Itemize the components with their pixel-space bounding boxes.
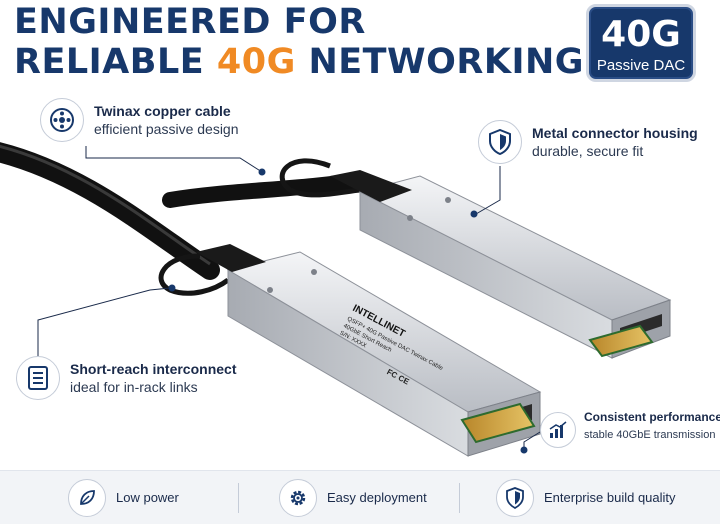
feature-easy-deployment-label: Easy deployment [327, 490, 427, 505]
callout-housing-sub: durable, secure fit [532, 143, 644, 159]
callout-short-reach-title: Short-reach interconnect [70, 361, 237, 377]
badge-type: Passive DAC [596, 57, 686, 74]
feature-enterprise-quality-label: Enterprise build quality [544, 490, 676, 505]
main-cable [0, 142, 220, 280]
shield-icon [478, 120, 522, 164]
headline: ENGINEERED FOR RELIABLE 40G NETWORKING [14, 2, 584, 82]
callout-twinax-sub: efficient passive design [94, 121, 239, 137]
feature-enterprise-quality: Enterprise build quality [496, 471, 676, 524]
front-connector: INTELLINET QSFP+ 40G Passive DAC Twinax … [196, 244, 542, 457]
headline-accent: 40G [216, 42, 296, 82]
bar-chart-icon [540, 412, 576, 448]
headline-line-2-post: NETWORKING [295, 42, 585, 82]
headline-line-2: RELIABLE 40G NETWORKING [14, 42, 584, 82]
callout-short-reach-sub: ideal for in-rack links [70, 379, 198, 395]
main-cable-highlight [0, 144, 211, 266]
feature-low-power-label: Low power [116, 490, 179, 505]
leaf-icon [68, 478, 106, 517]
callout-performance-title: Consistent performance [584, 410, 720, 424]
gear-icon [279, 478, 317, 517]
rear-connector [330, 170, 672, 359]
dac-cable-illustration: INTELLINET QSFP+ 40G Passive DAC Twinax … [0, 142, 672, 457]
speed-badge: 40G Passive DAC [586, 4, 696, 82]
feature-divider [459, 482, 460, 513]
upper-cable [162, 172, 368, 208]
callout-performance: Consistent performance stable 40GbE tran… [540, 410, 720, 448]
feature-low-power: Low power [68, 471, 238, 524]
callout-twinax-title: Twinax copper cable [94, 103, 231, 119]
badge-speed: 40G [601, 14, 681, 55]
feature-bar: Low power Easy deployment Enterprise bui… [0, 470, 720, 524]
shield-check-icon [496, 478, 534, 517]
feature-easy-deployment: Easy deployment [279, 471, 459, 524]
cable-cross-section-icon [40, 98, 84, 142]
feature-divider [238, 482, 239, 513]
headline-line-2-pre: RELIABLE [14, 42, 217, 82]
callout-twinax: Twinax copper cable efficient passive de… [40, 98, 239, 142]
callout-housing: Metal connector housing durable, secure … [478, 120, 698, 164]
headline-line-1: ENGINEERED FOR [14, 2, 366, 42]
rear-pull-tab [279, 158, 361, 198]
server-rack-icon [16, 356, 60, 400]
callout-short-reach: Short-reach interconnect ideal for in-ra… [16, 356, 236, 400]
callout-performance-sub: stable 40GbE transmission [584, 429, 716, 441]
callout-housing-title: Metal connector housing [532, 125, 698, 141]
